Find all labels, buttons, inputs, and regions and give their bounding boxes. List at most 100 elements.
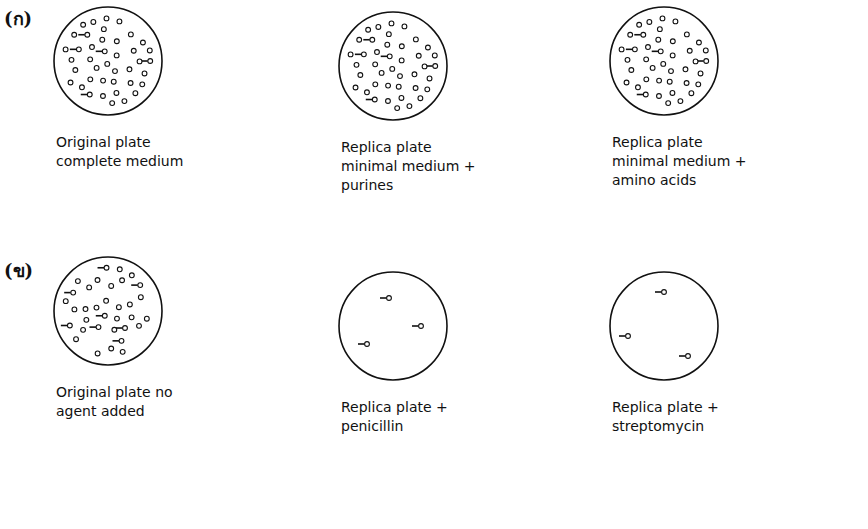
colony	[637, 22, 642, 27]
mutant-colony	[634, 32, 645, 37]
colony	[647, 20, 652, 25]
colony	[427, 76, 432, 81]
colony	[114, 53, 119, 58]
colony	[670, 39, 675, 44]
plate-caption: Replica plate + streptomycin	[612, 398, 752, 436]
colony	[109, 284, 114, 289]
mutant-colony	[98, 265, 109, 270]
replica-plate: Original plate no agent added	[52, 255, 196, 421]
mutant-colony	[89, 325, 100, 330]
colony	[63, 299, 68, 304]
colony	[376, 25, 381, 30]
mutant-colony	[81, 92, 92, 97]
colony	[666, 101, 671, 106]
colony	[657, 94, 662, 99]
colony	[661, 62, 666, 67]
colony	[72, 307, 77, 312]
mutant-colony	[380, 296, 391, 301]
mutant-colony	[96, 313, 107, 318]
colony	[87, 285, 92, 290]
colony	[111, 79, 116, 84]
petri-dish	[337, 270, 449, 382]
colony	[650, 65, 655, 70]
colony	[629, 68, 634, 73]
colony	[656, 37, 661, 42]
colony	[137, 59, 142, 64]
colony	[94, 305, 99, 310]
colony	[657, 78, 662, 83]
colony	[396, 84, 401, 89]
colony	[75, 279, 80, 284]
replica-plate: Replica plate + penicillin	[337, 270, 481, 436]
colony	[619, 47, 624, 52]
mutant-colony	[652, 49, 663, 54]
colony	[120, 278, 125, 283]
colony	[386, 83, 391, 88]
colony	[69, 57, 74, 62]
colony	[137, 323, 142, 328]
colony	[413, 37, 418, 42]
colony	[101, 94, 106, 99]
colony	[636, 85, 641, 90]
plate-caption: Original plate no agent added	[56, 383, 196, 421]
colony	[74, 337, 79, 342]
colony	[373, 82, 378, 87]
colony	[379, 70, 384, 75]
colony	[112, 327, 117, 332]
colony	[133, 91, 138, 96]
colony	[101, 78, 106, 83]
colony	[418, 96, 423, 101]
colony	[127, 302, 132, 307]
petri-dish	[52, 255, 164, 367]
plate-caption: Replica plate minimal medium + purines	[341, 138, 481, 195]
colony	[625, 57, 630, 62]
petri-dish	[608, 270, 720, 382]
colony	[385, 42, 390, 47]
mutant-colony	[358, 342, 369, 347]
colony	[670, 53, 675, 58]
plate-caption: Replica plate + penicillin	[341, 398, 481, 436]
colony	[80, 85, 85, 90]
colony	[386, 32, 391, 37]
colony	[117, 19, 122, 24]
colony	[354, 62, 359, 67]
colony	[88, 57, 93, 62]
colony	[83, 307, 88, 312]
colony	[678, 99, 683, 104]
colony	[422, 64, 427, 69]
colony	[386, 99, 391, 104]
colony	[113, 69, 118, 74]
colony	[63, 47, 68, 52]
colony	[432, 53, 437, 58]
mutant-colony	[113, 338, 124, 343]
colony	[412, 72, 417, 77]
colony	[687, 48, 692, 53]
colony	[138, 295, 143, 300]
colony	[416, 53, 421, 58]
colony	[114, 39, 119, 44]
colony	[670, 91, 675, 96]
colony	[73, 68, 78, 73]
colony	[115, 316, 120, 321]
colony	[94, 65, 99, 70]
colony	[120, 349, 125, 354]
colony	[657, 27, 662, 32]
colony	[348, 52, 353, 57]
colony	[660, 16, 665, 21]
colony	[358, 73, 363, 78]
mutant-colony	[426, 64, 437, 69]
colony	[684, 81, 689, 86]
petri-dish	[52, 5, 164, 117]
colony	[128, 81, 133, 86]
mutant-colony	[412, 324, 423, 329]
replica-plate: Original plate complete medium	[52, 5, 196, 171]
colony	[84, 317, 89, 322]
colony	[425, 87, 430, 92]
colony	[407, 104, 412, 109]
colony	[399, 96, 404, 101]
petri-dish	[608, 5, 720, 117]
colony	[72, 32, 77, 37]
colony	[81, 327, 86, 332]
mutant-colony	[366, 97, 377, 102]
colony	[395, 106, 400, 111]
